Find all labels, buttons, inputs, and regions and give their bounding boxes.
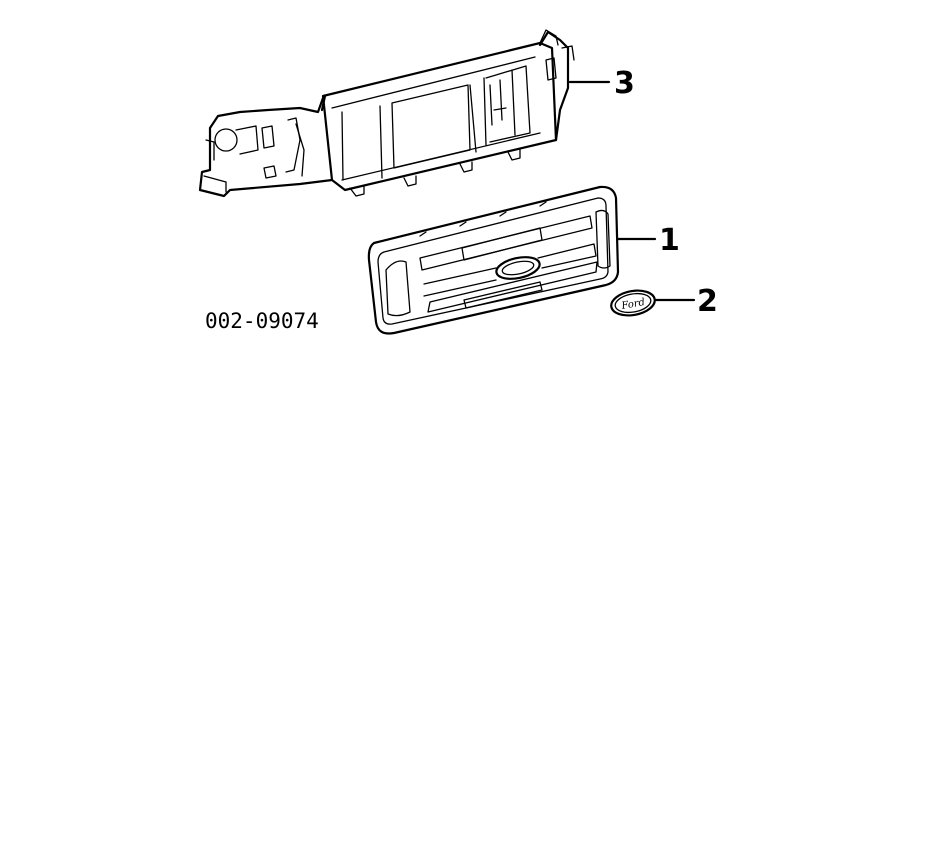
radiator-support-drawing: [198, 29, 575, 198]
callout-number-1: 1: [659, 223, 680, 258]
callout-number-2: 2: [697, 284, 718, 319]
grille-drawing: [367, 185, 620, 335]
drawing-code: 002-09074: [205, 309, 319, 333]
emblem-drawing: Ford: [610, 289, 656, 317]
callout-number-3: 3: [614, 66, 635, 101]
emblem-text: Ford: [620, 297, 646, 312]
